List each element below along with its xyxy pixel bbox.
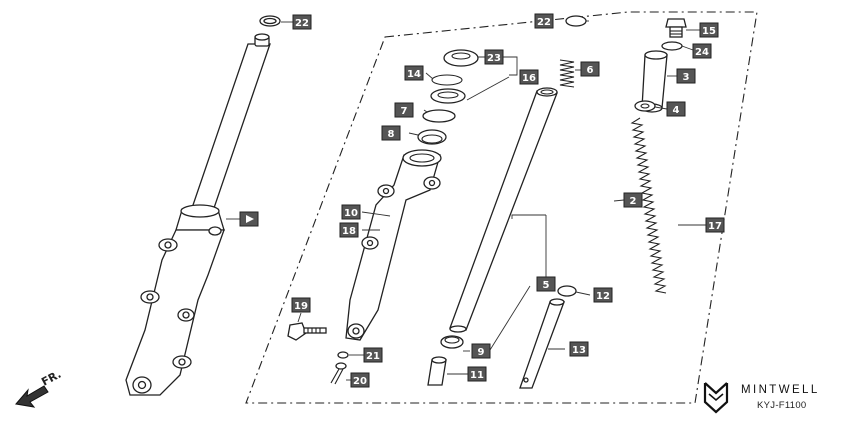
callout-19: 19 [291,297,311,313]
svg-text:18: 18 [342,226,356,237]
oil-lock-piece [427,356,447,386]
svg-text:8: 8 [388,129,395,140]
svg-text:10: 10 [344,208,358,219]
callout-16: 16 [519,69,539,85]
spring-seat-washer [634,100,656,112]
svg-text:9: 9 [478,347,485,358]
svg-text:22: 22 [537,17,551,28]
svg-text:19: 19 [294,301,308,312]
sealing-washer [337,351,349,359]
callout-15: 15 [699,22,719,38]
callout-12: 12 [593,287,613,303]
damper-rod [519,298,565,389]
callout-8: 8 [381,125,401,141]
socket-bolt [330,362,347,385]
svg-text:11: 11 [470,370,484,381]
svg-text:4: 4 [673,105,680,116]
front-direction-arrow-icon: FR. [15,368,63,408]
callout-14: 14 [404,65,424,81]
diagram-code: KYJ-F1100 [757,400,807,411]
oil-seal [430,88,466,104]
callout-24: 24 [692,43,712,59]
svg-text:21: 21 [366,351,380,362]
callout-6: 6 [580,61,600,77]
callout-9: 9 [471,343,491,359]
assembled-fork-drawing [125,15,281,396]
callout-11: 11 [467,366,487,382]
svg-text:22: 22 [295,18,309,29]
stopper-ring [431,74,463,86]
brand-name: MINTWELL [741,384,820,396]
svg-text:2: 2 [630,196,637,207]
fork-slider [345,149,442,341]
callout-21: 21 [363,347,383,363]
spacer-tube [641,50,668,113]
leader-lines [226,20,706,381]
svg-text:5: 5 [543,280,550,291]
callout-18: 18 [339,222,359,238]
callout-23: 23 [484,49,504,65]
callout-13: 13 [569,341,589,357]
callout-2: 2 [623,192,643,208]
fork-spring [630,117,667,294]
o-ring-22-right [565,15,587,27]
callout-17: 17 [705,217,725,233]
svg-text:17: 17 [708,221,722,232]
callout-22-left: 22 [292,14,312,30]
guide-bushing [417,129,447,145]
axle-holder-bolt [287,322,327,341]
svg-text:23: 23 [487,53,501,64]
slide-bushing [440,335,464,349]
front-direction-label: FR. [39,368,63,389]
assembly-boundary [245,11,758,404]
callout-5: 5 [536,276,556,292]
callout-22-right: 22 [534,13,554,29]
inner-tube [449,87,558,333]
mintwell-logo-icon [703,382,729,414]
svg-text:12: 12 [596,291,610,302]
dust-seal [443,49,479,67]
callout-20: 20 [350,372,370,388]
svg-text:15: 15 [702,26,716,37]
reference-arrow-marker [239,211,259,227]
svg-text:16: 16 [522,73,536,84]
svg-text:7: 7 [401,106,408,117]
fork-cap-bolt [665,18,687,38]
svg-text:24: 24 [695,47,709,58]
callout-3: 3 [676,68,696,84]
svg-text:6: 6 [587,65,594,76]
rebound-spring [559,59,575,88]
o-ring [661,41,683,51]
callout-7: 7 [394,102,414,118]
callout-10: 10 [341,204,361,220]
callout-4: 4 [666,101,686,117]
svg-text:13: 13 [572,345,586,356]
svg-text:3: 3 [683,72,690,83]
svg-text:20: 20 [353,376,367,387]
svg-text:14: 14 [407,69,421,80]
back-up-ring [422,109,456,123]
piston-ring [557,285,577,297]
